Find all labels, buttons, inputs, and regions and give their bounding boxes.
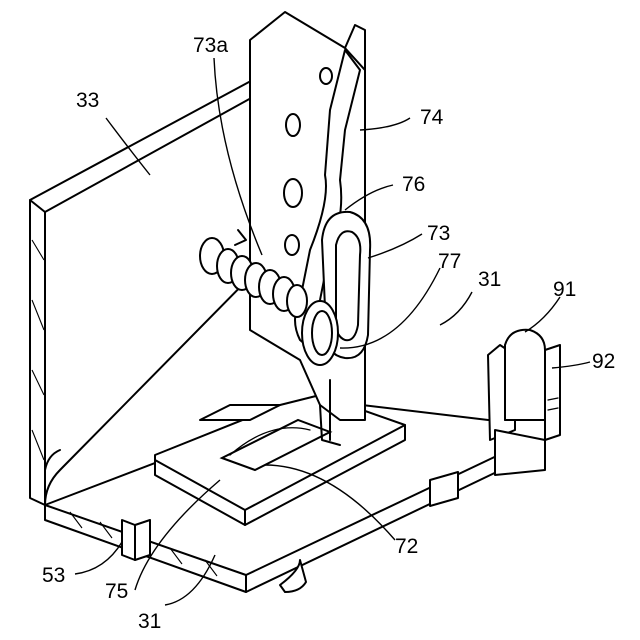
label-53: 53 xyxy=(42,564,65,587)
label-76: 76 xyxy=(402,173,425,196)
label-75: 75 xyxy=(105,580,128,603)
hole-middle xyxy=(286,114,300,136)
label-31-right: 31 xyxy=(478,268,501,291)
label-91: 91 xyxy=(553,278,576,301)
hole-upper xyxy=(320,68,332,84)
hole-pivot xyxy=(284,179,302,207)
label-77: 77 xyxy=(438,250,461,273)
label-72: 72 xyxy=(395,535,418,558)
latch-91-92 xyxy=(488,330,560,475)
label-33: 33 xyxy=(76,89,99,112)
hole-lower xyxy=(285,235,299,255)
label-73a: 73a xyxy=(193,34,228,57)
label-73: 73 xyxy=(427,222,450,245)
label-74: 74 xyxy=(420,106,444,129)
label-31-bottom: 31 xyxy=(138,610,161,633)
label-92: 92 xyxy=(592,350,615,373)
